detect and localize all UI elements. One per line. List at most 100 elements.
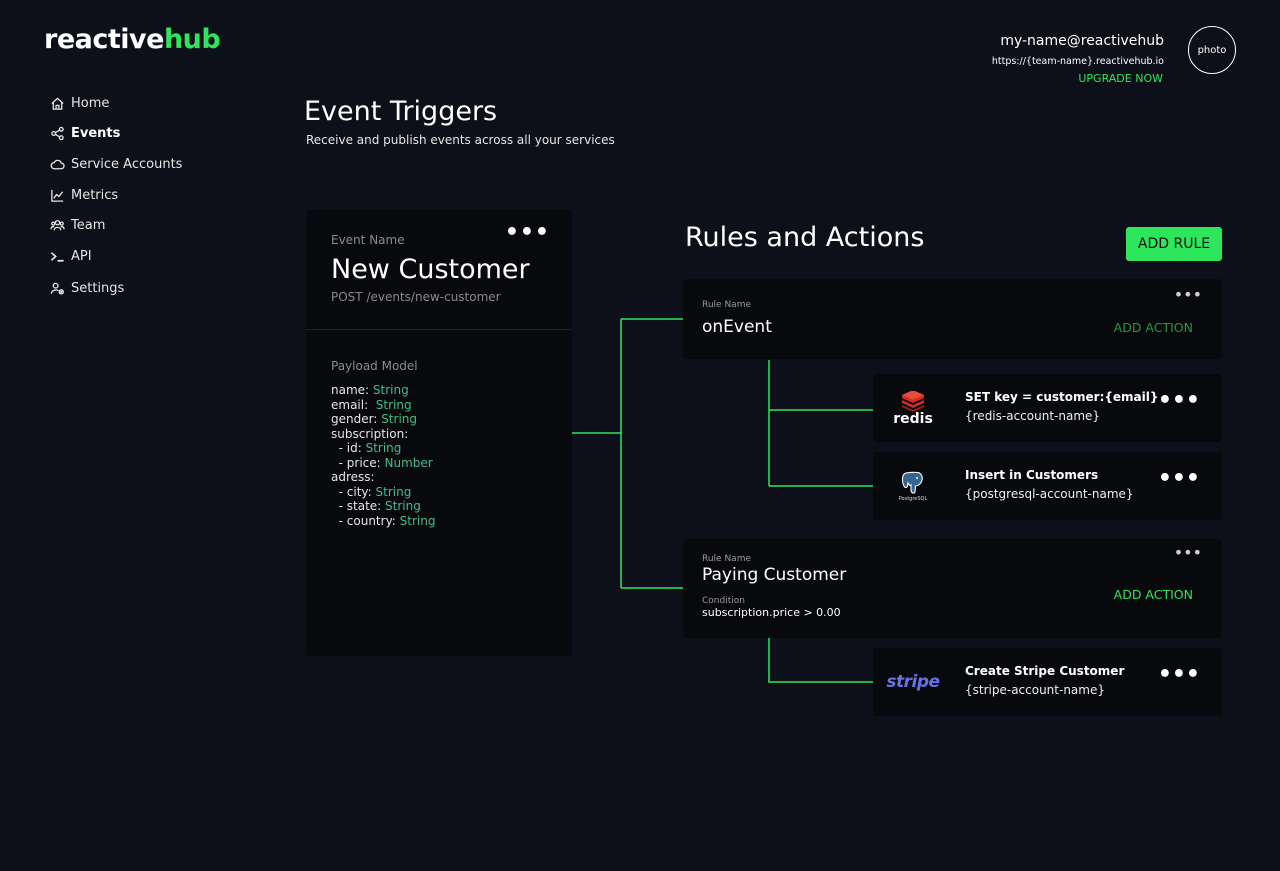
rule-more-button[interactable]: ••• — [1173, 543, 1202, 562]
payload-field-type: String — [375, 484, 412, 499]
event-more-button[interactable]: ••• — [504, 220, 550, 245]
payload-field-key: email: — [331, 397, 376, 412]
payload-field-key: - state: — [331, 499, 386, 513]
event-card: Event Name ••• New Customer POST /events… — [306, 210, 572, 656]
payload-field: name: String — [331, 383, 435, 398]
redis-cube-icon — [902, 390, 924, 411]
payload-field-key: - country: — [331, 513, 400, 528]
redis-logo: redis — [891, 386, 935, 430]
sidebar-item-label: API — [71, 248, 92, 264]
stripe-logo: stripe — [886, 660, 940, 704]
payload-field: - city: String — [331, 485, 435, 500]
payload-field: adress: — [331, 470, 435, 485]
action-account: {redis-account-name} — [965, 409, 1101, 423]
rule-name: onEvent — [702, 317, 772, 337]
payload-field-key: gender: — [331, 412, 382, 426]
action-title: SET key = customer:{email} — [965, 390, 1159, 404]
rule-name-label: Rule Name — [702, 300, 752, 310]
sidebar-item-label: Metrics — [71, 187, 119, 203]
user-settings-icon — [50, 282, 64, 295]
action-card-redis: redis SET key = customer:{email} {redis-… — [873, 374, 1222, 442]
app-logo[interactable]: reactivehub — [44, 24, 221, 55]
postgresql-elephant-icon — [901, 471, 923, 494]
sidebar-item-events[interactable]: Events — [50, 122, 120, 144]
add-rule-button[interactable]: ADD RULE — [1126, 227, 1222, 261]
sidebar-item-label: Service Accounts — [71, 156, 183, 172]
payload-field-key: - price: — [331, 455, 385, 470]
action-title: Insert in Customers — [965, 468, 1099, 482]
page-title: Event Triggers — [304, 96, 498, 127]
page-subtitle: Receive and publish events across all yo… — [306, 133, 615, 147]
add-action-button[interactable]: ADD ACTION — [1113, 320, 1193, 335]
logo-accent-text: hub — [163, 24, 221, 55]
sidebar-item-label: Home — [71, 95, 110, 111]
sidebar-item-metrics[interactable]: Metrics — [50, 184, 118, 206]
share-nodes-icon — [51, 126, 64, 140]
rules-title: Rules and Actions — [685, 222, 925, 253]
payload-field-key: - city: — [331, 484, 376, 499]
payload-field-type: String — [375, 397, 412, 412]
rule-more-button[interactable]: ••• — [1173, 285, 1202, 304]
action-more-button[interactable]: ••• — [1157, 466, 1200, 491]
sidebar-item-label: Settings — [71, 280, 125, 296]
cloud-icon — [50, 159, 65, 169]
payload-field-key: name: — [331, 383, 373, 397]
chart-line-icon — [51, 189, 64, 202]
payload-field-key: subscription: — [331, 426, 409, 441]
payload-field: email: String — [331, 398, 435, 413]
action-card-stripe: stripe Create Stripe Customer {stripe-ac… — [873, 648, 1222, 716]
condition-label: Condition — [702, 596, 745, 606]
payload-field: - state: String — [331, 499, 435, 514]
condition-value: subscription.price > 0.00 — [702, 606, 841, 619]
payload-field-type: Number — [384, 455, 433, 470]
sidebar-item-label: Events — [71, 125, 121, 141]
sidebar-item-home[interactable]: Home — [50, 92, 109, 114]
payload-field-key: - id: — [331, 441, 366, 455]
rule-card-paying-customer: Rule Name ••• Paying Customer Condition … — [683, 539, 1222, 638]
action-more-button[interactable]: ••• — [1157, 388, 1200, 413]
payload-field-type: String — [399, 513, 436, 528]
payload-model-label: Payload Model — [331, 359, 418, 373]
sidebar-item-team[interactable]: Team — [50, 214, 105, 236]
action-account: {stripe-account-name} — [965, 683, 1105, 697]
rule-name-label: Rule Name — [702, 554, 752, 564]
redis-logo-text: redis — [893, 410, 933, 427]
upgrade-now-link[interactable]: UPGRADE NOW — [1078, 72, 1163, 85]
payload-field: - price: Number — [331, 456, 435, 471]
team-url[interactable]: https://{team-name}.reactivehub.io — [991, 56, 1164, 67]
sidebar-item-service-accounts[interactable]: Service Accounts — [50, 153, 182, 175]
payload-field: - id: String — [331, 441, 435, 456]
payload-field-type: String — [385, 499, 421, 513]
payload-field: gender: String — [331, 412, 435, 427]
sidebar-item-api[interactable]: API — [50, 245, 92, 267]
divider — [306, 329, 572, 330]
payload-field-type: String — [372, 383, 409, 397]
payload-field-type: String — [381, 412, 417, 426]
home-icon — [51, 96, 64, 110]
event-name-label: Event Name — [331, 233, 405, 247]
payload-field: subscription: — [331, 427, 435, 442]
action-more-button[interactable]: ••• — [1157, 662, 1200, 687]
action-title: Create Stripe Customer — [965, 664, 1125, 678]
postgresql-logo: PostgreSQL — [891, 464, 935, 508]
sidebar-item-settings[interactable]: Settings — [50, 277, 124, 299]
users-icon — [50, 219, 65, 230]
action-card-postgresql: PostgreSQL Insert in Customers {postgres… — [873, 452, 1222, 520]
avatar[interactable]: photo — [1188, 26, 1236, 74]
event-name: New Customer — [331, 254, 530, 285]
sidebar-item-label: Team — [71, 217, 106, 233]
stripe-logo-text: stripe — [886, 672, 940, 692]
add-action-button[interactable]: ADD ACTION — [1113, 587, 1193, 602]
rule-name: Paying Customer — [702, 565, 847, 585]
payload-field-type: String — [365, 441, 402, 455]
terminal-prompt-icon — [50, 251, 64, 262]
user-email: my-name@reactivehub — [1000, 33, 1164, 49]
action-account: {postgresql-account-name} — [965, 487, 1134, 501]
payload-field: - country: String — [331, 513, 436, 529]
rule-card-onevent: Rule Name ••• onEvent ADD ACTION — [683, 279, 1222, 359]
avatar-placeholder-text: photo — [1197, 44, 1227, 56]
payload-field-key: adress: — [331, 470, 375, 484]
postgresql-logo-text: PostgreSQL — [898, 496, 928, 502]
logo-text: reactive — [44, 24, 164, 55]
